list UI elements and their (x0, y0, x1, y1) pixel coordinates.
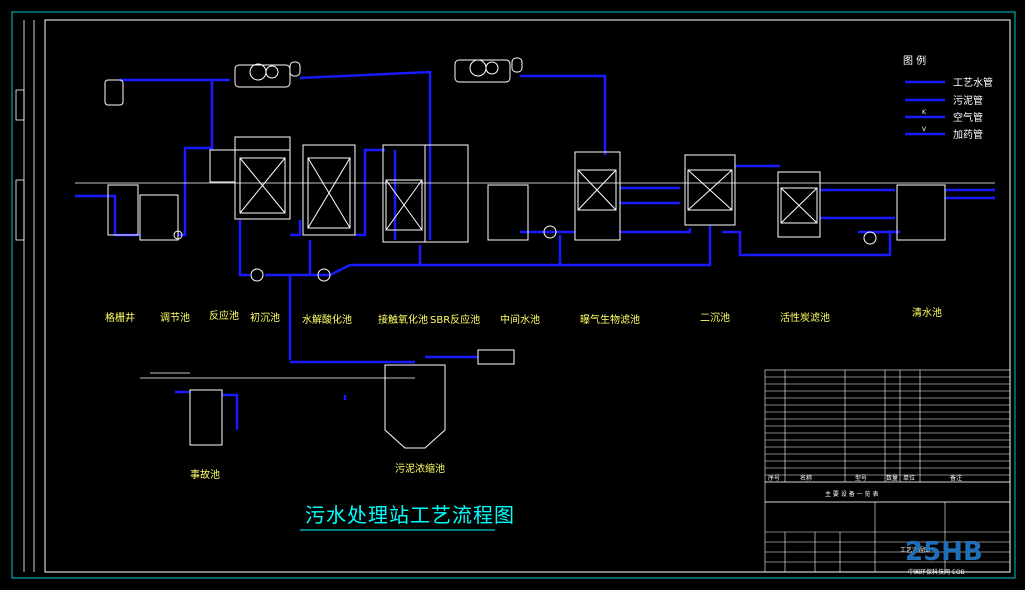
tank-intermediate (487, 184, 529, 241)
equipment-table (764, 369, 1011, 503)
tank-secondary-settling (684, 154, 736, 226)
label-secondary-settling: 二沉池 (700, 311, 730, 324)
label-clear-water: 清水池 (912, 306, 942, 319)
label-hydrolysis: 水解酸化池 (302, 313, 352, 326)
pumps (173, 225, 877, 282)
col-header-model: 型号 (855, 474, 867, 482)
pump-1 (250, 268, 264, 282)
legend-code-air: K (922, 109, 927, 116)
tank-reaction (209, 149, 236, 183)
legend-item-dosing: 加药管 (953, 128, 983, 141)
col-header-no: 序号 (768, 474, 780, 482)
label-intermediate: 中间水池 (500, 313, 540, 326)
legend: 图 例 工艺水管 污泥管 K 空气管 V 加药管 (903, 54, 993, 141)
label-regulation: 调节池 (160, 311, 190, 324)
tanks (107, 136, 946, 449)
col-header-name: 名称 (800, 474, 812, 482)
tank-regulation (139, 194, 179, 241)
legend-code-dosing: V (922, 126, 927, 133)
watermark-logo: 25HB (905, 537, 983, 567)
legend-heading: 图 例 (903, 54, 926, 67)
label-sludge-thickener: 污泥浓缩池 (395, 462, 445, 475)
pump-4 (863, 231, 877, 245)
legend-item-process-water: 工艺水管 (953, 76, 993, 89)
col-header-unit: 单位 (903, 474, 915, 482)
tank-accident (189, 389, 223, 446)
blower-2 (454, 59, 511, 83)
title-block (764, 501, 1011, 573)
label-baf: 曝气生物滤池 (580, 313, 640, 326)
tank-grit-chamber (107, 184, 139, 236)
legend-item-air: 空气管 (953, 111, 983, 124)
filter-press (477, 349, 515, 365)
outer-frame (11, 11, 1016, 579)
col-header-remark: 备注 (950, 474, 962, 482)
pump-2 (317, 268, 331, 282)
label-oxidation: 接触氧化池 (378, 313, 428, 326)
pump-5 (173, 230, 183, 240)
watermark-text: 中国环保科技网-EOB (908, 568, 965, 576)
label-primary-settling: 初沉池 (250, 311, 280, 324)
binding-strip (15, 20, 35, 572)
title-block-drawing-name: 工艺流程图 (900, 546, 930, 554)
label-sbr: SBR反应池 (430, 313, 480, 326)
label-grit-chamber: 格栅井 (105, 311, 135, 324)
unit-labels: 格栅井 调节池 反应池 初沉池 水解酸化池 接触氧化池 SBR反应池 中间水池 … (105, 306, 942, 481)
label-reaction: 反应池 (209, 309, 239, 322)
legend-item-sludge: 污泥管 (953, 94, 983, 107)
tank-activated-carbon (777, 171, 821, 238)
pump-3 (543, 225, 557, 239)
table-header: 序号 名称 型号 数量 单位 备注 (768, 474, 962, 482)
col-header-qty: 数量 (886, 474, 898, 482)
tank-primary-settling (234, 136, 291, 220)
label-accident: 事故池 (190, 468, 220, 481)
pipe-network (75, 70, 995, 430)
label-activated-carbon: 活性炭滤池 (780, 311, 830, 324)
inner-frame (44, 19, 1011, 573)
tank-hydrolysis (302, 144, 356, 236)
table-caption: 主 要 设 备 一 览 表 (825, 490, 878, 498)
process-lines (75, 182, 995, 379)
tank-clear-water (896, 184, 946, 241)
dosing-tank (104, 79, 124, 106)
blower-units (104, 57, 523, 365)
tank-baf (574, 151, 621, 241)
tank-sludge-thickener (384, 364, 446, 449)
blower-1 (234, 64, 291, 88)
drawing-title: 污水处理站工艺流程图 (305, 503, 515, 527)
